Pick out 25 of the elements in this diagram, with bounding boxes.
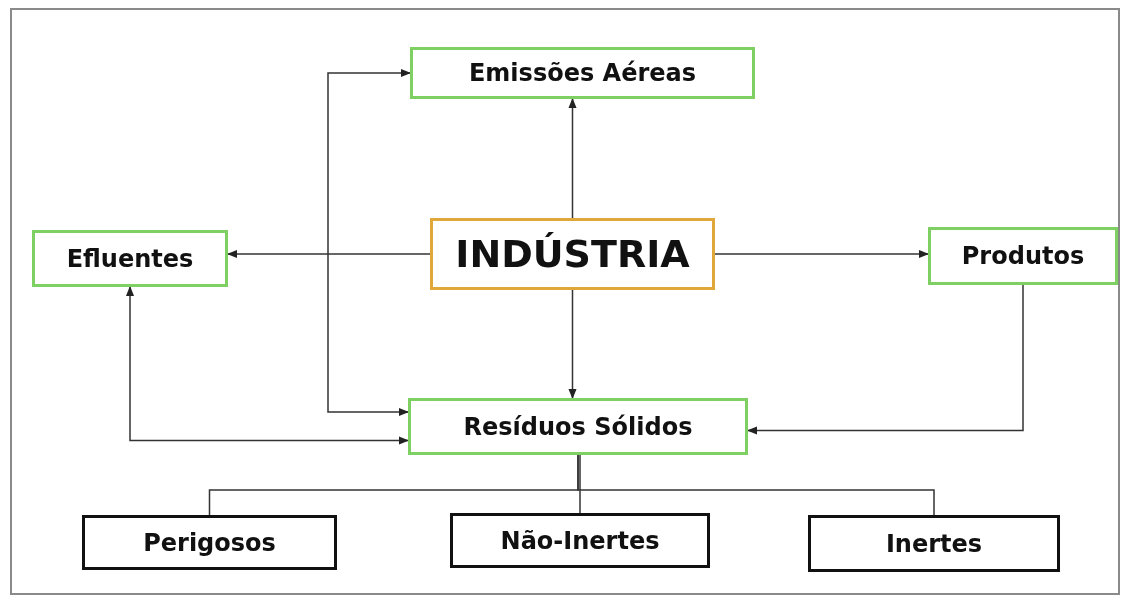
box-label: INDÚSTRIA (455, 232, 690, 276)
connector-line (579, 454, 581, 514)
arrow (568, 289, 577, 400)
process-box (32, 230, 228, 287)
arrow (226, 249, 431, 259)
process-box (408, 398, 748, 455)
process-box (410, 47, 755, 99)
box-label: Produtos (961, 242, 1085, 270)
process-box (928, 227, 1118, 285)
box-label: Resíduos Sólidos (463, 412, 693, 441)
arrow (568, 97, 577, 219)
process-box (808, 515, 1060, 572)
arrow (125, 285, 410, 445)
box-label: Inertes (885, 529, 983, 558)
connector-line (577, 454, 935, 516)
arrow (746, 284, 1024, 435)
process-box (450, 513, 710, 568)
box-label: Emissões Aéreas (468, 59, 697, 87)
arrow (714, 249, 930, 259)
arrow (327, 68, 412, 417)
box-label: Não-Inertes (500, 526, 660, 555)
box-label: Efluentes (66, 244, 194, 273)
process-box (430, 218, 715, 290)
box-label: Perigosos (143, 528, 276, 557)
process-box (82, 515, 337, 570)
